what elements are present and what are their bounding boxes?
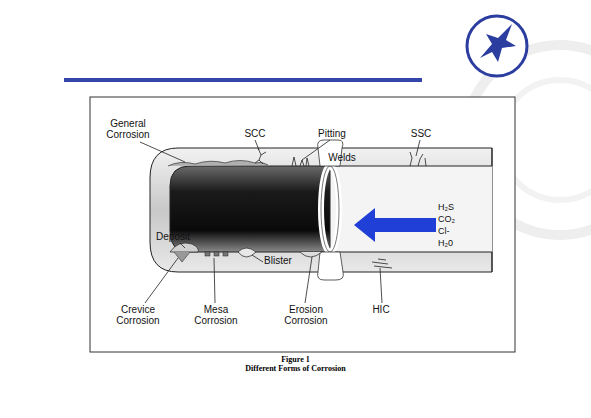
header-rule	[64, 78, 422, 82]
label-text: Blister	[258, 255, 298, 266]
leader-lines	[140, 140, 420, 303]
pipe	[150, 140, 492, 280]
flow-arrow	[354, 208, 436, 242]
label-text: CO₂	[438, 214, 468, 225]
label-text: H₂0	[438, 238, 468, 249]
label-text: H₂S	[438, 202, 468, 213]
label-text: General Corrosion	[98, 118, 158, 140]
label-text: Deposit	[148, 231, 198, 242]
figure-caption: Different Forms of Corrosion	[0, 364, 591, 373]
label-text: Crevice Corrosion	[108, 304, 168, 326]
label-text: Mesa Corrosion	[186, 304, 246, 326]
logo	[467, 16, 527, 76]
label-text: Pitting	[312, 128, 352, 139]
label-text: HIC	[366, 304, 396, 315]
label-text: Cl-	[438, 226, 468, 237]
label-text: Erosion Corrosion	[276, 304, 336, 326]
figure-frame	[90, 97, 515, 352]
label-text: Welds	[322, 152, 362, 163]
figure-number: Figure 1	[0, 355, 591, 364]
label-text: SCC	[240, 128, 270, 139]
label-text: SSC	[406, 128, 436, 139]
